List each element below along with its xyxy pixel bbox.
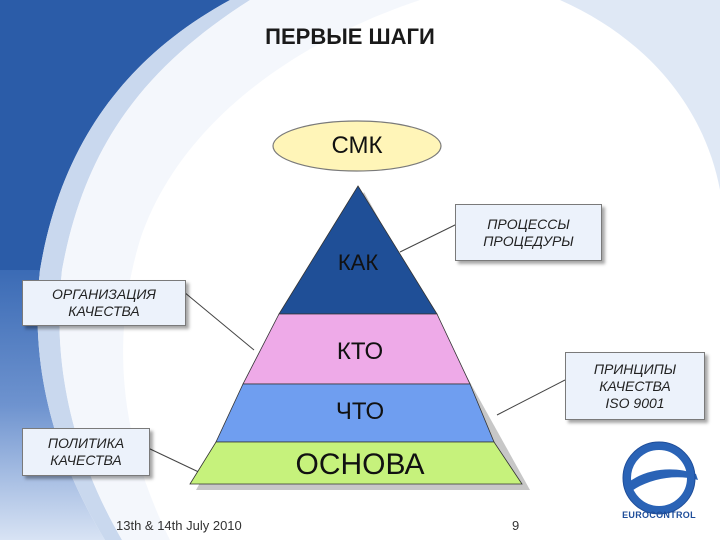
kto-label: КТО xyxy=(336,338,384,365)
connector-organization xyxy=(183,291,255,351)
chto-label: ЧТО xyxy=(335,398,385,425)
organization-text: ОРГАНИЗАЦИЯ КАЧЕСТВА xyxy=(52,286,156,319)
connector-policy xyxy=(147,447,206,476)
processes-box: ПРОЦЕССЫ ПРОЦЕДУРЫ xyxy=(455,204,602,261)
page-number: 9 xyxy=(512,518,520,533)
layer-osnova xyxy=(189,441,523,485)
page-title: ПЕРВЫЕ ШАГИ xyxy=(265,24,435,49)
principles-box: ПРИНЦИПЫ КАЧЕСТВА ISO 9001 xyxy=(565,352,705,420)
processes-text: ПРОЦЕССЫ ПРОЦЕДУРЫ xyxy=(483,215,574,249)
eurocontrol-logo-icon xyxy=(622,441,698,515)
osnova-label: ОСНОВА xyxy=(295,448,425,481)
policy-text: ПОЛИТИКА КАЧЕСТВА xyxy=(47,435,125,468)
organization-box: ОРГАНИЗАЦИЯ КАЧЕСТВА xyxy=(22,280,186,326)
kak-label: КАК xyxy=(337,250,379,275)
connector-principles xyxy=(496,379,566,416)
smk-ellipse xyxy=(272,120,442,172)
policy-box: ПОЛИТИКА КАЧЕСТВА xyxy=(22,428,150,476)
principles-text: ПРИНЦИПЫ КАЧЕСТВА ISO 9001 xyxy=(593,360,677,411)
connector-processes xyxy=(399,223,458,253)
logo-text: EUROCONTROL xyxy=(622,510,696,520)
footer-date: 13th & 14th July 2010 xyxy=(116,518,242,533)
smk-label: СМК xyxy=(331,132,383,159)
